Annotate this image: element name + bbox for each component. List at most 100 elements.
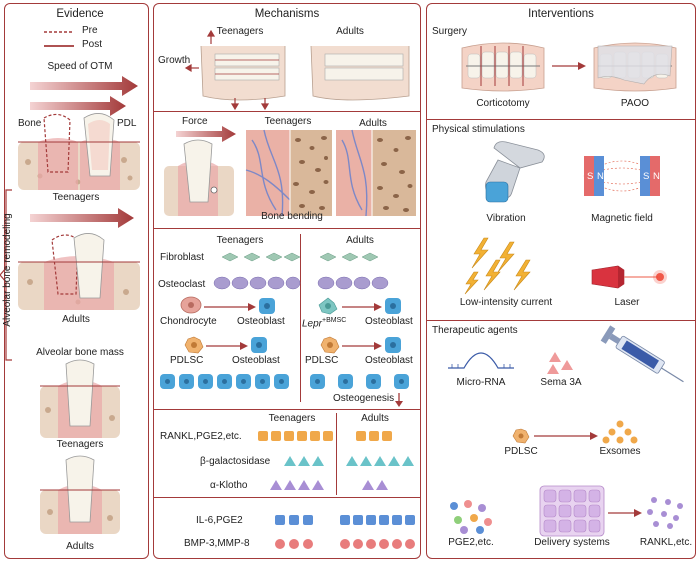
vibration-device-icon <box>485 141 545 203</box>
osteoblast-row-adult <box>310 374 409 389</box>
fibroblast-cells-adult <box>319 252 379 262</box>
pdlsc-arrow-1 <box>206 342 248 350</box>
magnetic-field-label: Magnetic field <box>591 213 653 224</box>
rankl-molecules-icon <box>647 497 683 529</box>
lepr-italic: Lepr <box>302 318 323 330</box>
il6-squares-adult <box>340 515 415 525</box>
delivery-arrow <box>608 509 642 517</box>
adults-bone-mass-illustration <box>40 455 120 534</box>
bmp-circles-teen <box>275 539 313 549</box>
interventions-title: Interventions <box>528 8 594 20</box>
osteogenesis-label: Osteogenesis <box>333 393 395 404</box>
legend-pre-line <box>44 31 74 33</box>
osteoclast-cells-adult <box>317 276 389 290</box>
pdlsc-therapeutic-icon <box>512 428 530 444</box>
beta-gal-triangles-adult <box>346 456 414 466</box>
chondrocyte-icon <box>180 296 202 314</box>
mechanisms-divider-2 <box>153 228 421 229</box>
teenagers-label-mass: Teenagers <box>56 439 104 450</box>
bone-bending-caption: Bone bending <box>261 211 323 222</box>
magnet-s1-label: S <box>587 171 594 182</box>
laser-label: Laser <box>614 297 640 308</box>
adults-label-mass: Adults <box>66 541 94 552</box>
il6-squares-teen <box>275 515 313 525</box>
lepr-arrow <box>342 303 382 311</box>
pge2-molecules-icon <box>450 500 492 534</box>
surgery-title: Surgery <box>432 26 468 37</box>
bending-adults-label: Adults <box>359 118 387 129</box>
speed-arrow-adults-icon <box>30 208 134 228</box>
pdlsc-arrow-2 <box>342 342 382 350</box>
osteoblast-label-3: Osteoblast <box>232 355 280 366</box>
pdl-label: PDL <box>117 118 137 129</box>
bone-bending-zoom <box>245 129 416 217</box>
adults-label-speed: Adults <box>62 314 90 325</box>
exosomes-icon <box>602 420 638 444</box>
osteoblast-icon-1 <box>259 298 275 314</box>
pdlsc-exosome-arrow <box>534 432 598 440</box>
pdlsc-label-1: PDLSC <box>170 355 204 366</box>
osteoblast-icon-4 <box>385 337 401 353</box>
chondrocyte-arrow <box>204 303 256 311</box>
legend-pre-label: Pre <box>82 25 98 36</box>
pdlsc-label-2: PDLSC <box>305 355 339 366</box>
bending-tooth-illustration <box>164 139 234 216</box>
side-label-alveolar-remodeling: Alveolar bone remodeling <box>2 213 13 327</box>
mechanisms-divider-4 <box>153 497 421 498</box>
legend-post-label: Post <box>82 39 103 50</box>
sema3a-label: Sema 3A <box>540 377 582 388</box>
pdlsc-icon-1 <box>184 336 204 354</box>
factors-divider-vertical <box>336 413 337 495</box>
growth-teenagers-label: Teenagers <box>216 26 264 37</box>
adults-tooth-illustration <box>18 233 140 310</box>
magnet-n2-label: N <box>653 171 660 182</box>
klotho-triangles-adult <box>362 480 388 490</box>
osteoclast-cells-teen <box>213 276 301 290</box>
interventions-divider-1 <box>426 119 696 120</box>
force-arrow-icon <box>176 126 236 142</box>
therapeutic-agents-title: Therapeutic agents <box>432 325 518 336</box>
micro-rna-icon <box>448 352 514 369</box>
mechanisms-title: Mechanisms <box>254 8 320 20</box>
chondrocyte-label: Chondrocyte <box>160 316 217 327</box>
pdlsc-icon-2 <box>320 336 340 354</box>
teenagers-bone-mass-illustration <box>40 359 120 438</box>
rankl-squares-teen <box>258 431 333 441</box>
osteoblast-label-1: Osteoblast <box>237 316 285 327</box>
osteoblast-icon-2 <box>385 298 401 314</box>
klotho-triangles-teen <box>270 480 324 490</box>
bone-label: Bone <box>18 118 42 129</box>
side-bracket <box>0 189 12 361</box>
pdlsc-therapeutic-label: PDLSC <box>504 446 538 457</box>
sema3a-icon <box>547 352 573 374</box>
bmp3-mmp8-label: BMP-3,MMP-8 <box>184 538 250 549</box>
vibration-label: Vibration <box>486 213 526 224</box>
alveolar-bone-mass-title: Alveolar bone mass <box>36 347 124 358</box>
fibroblast-label: Fibroblast <box>160 252 204 263</box>
rankl-pge2-label: RANKL,PGE2,etc. <box>160 431 242 442</box>
growth-label: Growth <box>158 55 191 66</box>
lepr-bmsc-label: Lepr+BMSC <box>302 317 346 329</box>
pge2-etc-label: PGE2,etc. <box>448 537 494 548</box>
bmp-circles-adult <box>340 539 415 549</box>
physical-stimulations-title: Physical stimulations <box>432 124 525 135</box>
micro-rna-label: Micro-RNA <box>456 377 506 388</box>
syringe-icon <box>600 325 684 383</box>
beta-gal-triangles-teen <box>284 456 324 466</box>
magnetic-field-icon <box>583 156 661 196</box>
magnet-s2-label: S <box>643 171 650 182</box>
osteoblast-row-teen <box>160 374 289 389</box>
growth-adults-label: Adults <box>336 26 364 37</box>
osteoblast-label-4: Osteoblast <box>365 355 413 366</box>
bending-teenagers-label: Teenagers <box>264 116 312 127</box>
teenagers-tooth-illustration <box>18 113 140 190</box>
mechanisms-divider-1 <box>153 111 421 112</box>
rankl-etc-label: RANKL,etc. <box>639 537 693 548</box>
low-intensity-current-icon <box>464 237 531 295</box>
speed-arrows-icon <box>30 76 138 116</box>
force-label: Force <box>182 116 208 127</box>
osteogenesis-down-arrow-icon <box>395 393 403 407</box>
cells-divider-vertical <box>300 234 301 402</box>
teenagers-label-speed: Teenagers <box>52 192 100 203</box>
alpha-klotho-label: α-Klotho <box>210 480 248 491</box>
